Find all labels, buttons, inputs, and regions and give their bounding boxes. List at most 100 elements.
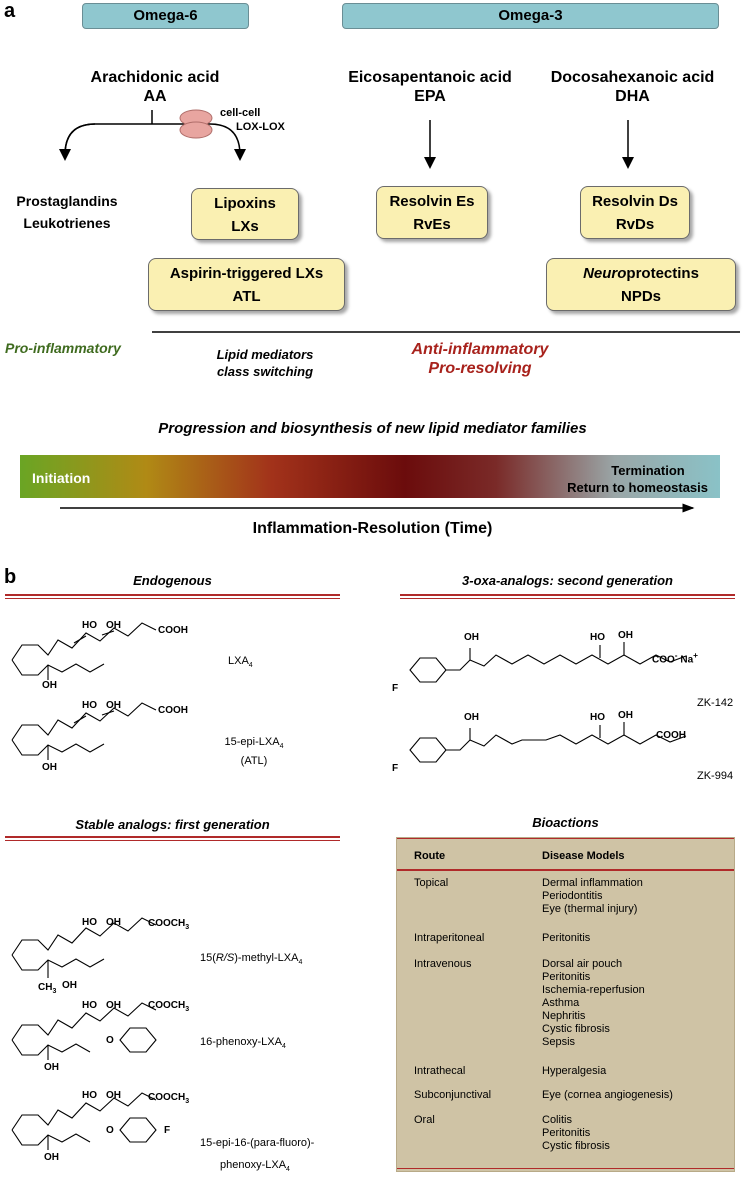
epi-lxa4-name: 15-epi-LXA4 (ATL) — [214, 735, 294, 769]
fluoro-oh-15: OH — [44, 1152, 59, 1163]
phenoxy-cooch-sub: 3 — [185, 1006, 190, 1013]
initiation-label: Initiation — [32, 470, 91, 486]
zk994-f: F — [392, 763, 399, 774]
lox-lox-label: LOX-LOX — [236, 121, 285, 133]
model-item: Periodontitis — [542, 890, 603, 902]
methyl-ho: HO — [82, 917, 97, 928]
methyl-ch-sub: 3 — [52, 988, 57, 995]
epi-oh: OH — [106, 700, 121, 711]
progression-title: Progression and biosynthesis of new lipi… — [158, 420, 587, 437]
epa-label: Eicosapentanoic acid EPA — [330, 68, 530, 106]
neuroprotectin-label: Neuroprotectins — [547, 262, 735, 285]
zk994-oh: OH — [464, 712, 479, 723]
zk142-na: Na — [680, 654, 694, 666]
methyl-oh-15: OH — [62, 980, 77, 991]
phenoxy-sub: 4 — [281, 1043, 286, 1051]
models-cell: Hyperalgesia — [542, 1065, 606, 1078]
neuro-rest: protectins — [626, 265, 699, 282]
oxa-rule — [400, 594, 735, 599]
phenoxy-lxa4-structure — [11, 1002, 157, 1060]
phenoxy-cooch-text: COOCH — [148, 1000, 186, 1011]
class-switch-line1: Lipid mediators — [216, 347, 314, 362]
fluoro-line1: 15-epi-16-(para-fluoro)- — [200, 1137, 315, 1149]
lxa4-name: LXA4 — [228, 655, 253, 669]
phenoxy-oh: OH — [106, 1000, 121, 1011]
omega3-tag: Omega-3 — [342, 3, 719, 29]
methyl-cooch-text: COOCH — [148, 918, 186, 929]
methyl-cooch-sub: 3 — [185, 924, 190, 931]
aa-name: Arachidonic acid — [90, 69, 220, 86]
aspirin-label: Aspirin-triggered LXs — [169, 265, 324, 282]
epa-abbr: EPA — [414, 88, 446, 105]
zk142-plus: + — [693, 650, 699, 660]
epi-lxa4-structure — [11, 702, 157, 760]
header-disease: Disease Models — [542, 850, 625, 862]
lxa4-sub: 4 — [248, 662, 253, 670]
methyl-post: )-methyl-LXA — [234, 952, 299, 964]
resolvin-e-label: Resolvin Es — [389, 193, 475, 210]
bioactions-heading: Bioactions — [532, 815, 599, 830]
inflammation-gradient-bar — [20, 455, 720, 498]
lxa4-structure — [11, 622, 157, 680]
methyl-ch-text: CH — [38, 982, 53, 993]
phenoxy-oh-15: OH — [44, 1062, 59, 1073]
dha-abbr: DHA — [615, 88, 650, 105]
epi-name-text: 15-epi-LXA — [224, 736, 280, 748]
model-item: Nephritis — [542, 1010, 586, 1022]
model-item: Cystic fibrosis — [542, 1023, 610, 1035]
endogenous-rule — [5, 594, 340, 599]
models-cell: Dorsal air pouch Peritonitis Ischemia-re… — [542, 958, 645, 1049]
models-cell: Colitis Peritonitis Cystic fibrosis — [542, 1114, 610, 1153]
omega6-tag: Omega-6 — [82, 3, 249, 29]
methyl-ch3: CH3 — [38, 982, 56, 995]
model-item: Colitis — [542, 1114, 572, 1126]
methyl-name: 15(R/S)-methyl-LXA4 — [200, 952, 302, 966]
neuroprotectin-box: Neuroprotectins NPDs — [546, 258, 736, 311]
zk142-structure — [409, 642, 687, 683]
fluoro-cooch-text: COOCH — [148, 1092, 186, 1103]
resolvin-e-box: Resolvin Es RvEs — [376, 186, 488, 239]
model-item: Dermal inflammation — [542, 877, 643, 889]
models-cell: Dermal inflammation Periodontitis Eye (t… — [542, 877, 643, 916]
anti-line1: Anti-inflammatory — [411, 341, 549, 358]
methyl-oh: OH — [106, 917, 121, 928]
zk142-oh2: OH — [618, 630, 633, 641]
dha-label: Docosahexanoic acid DHA — [530, 68, 735, 106]
epi-cooh: COOH — [158, 705, 188, 716]
fluoro-o: O — [106, 1125, 114, 1136]
fluoro-sub: 4 — [286, 1166, 290, 1174]
npd-label: NPDs — [620, 288, 661, 305]
fluoro-ho: HO — [82, 1090, 97, 1101]
termination-line2: Return to homeostasis — [567, 480, 708, 495]
model-item: Asthma — [542, 997, 580, 1009]
atl-label: ATL — [232, 288, 261, 305]
zk994-oh2: OH — [618, 710, 633, 721]
zk994-cooh: COOH — [656, 730, 686, 741]
fluoro-name: 15-epi-16-(para-fluoro)- phenoxy-LXA4 — [200, 1132, 314, 1179]
model-item: Peritonitis — [542, 1127, 591, 1139]
termination-line1: Termination — [611, 463, 685, 478]
lxa4-ho: HO — [82, 620, 97, 631]
phenoxy-cooch3: COOCH3 — [148, 1000, 189, 1013]
model-item: Eye (thermal injury) — [542, 903, 638, 915]
panel-a-arrows — [59, 109, 740, 513]
lxa4-oh-15: OH — [42, 680, 57, 691]
rvd-label: RvDs — [615, 216, 655, 233]
zk994-structure — [409, 722, 687, 763]
epi-oh-15: OH — [42, 762, 57, 773]
bioactions-table: Route Disease Models Topical Dermal infl… — [396, 837, 735, 1172]
zk142-coo: COO- Na+ — [652, 650, 698, 665]
fluoro-lxa4-structure — [11, 1092, 157, 1150]
model-item: Peritonitis — [542, 971, 591, 983]
fluoro-f: F — [164, 1125, 171, 1136]
fluoro-line2: phenoxy-LXA — [220, 1159, 287, 1171]
fluoro-cooch3: COOCH3 — [148, 1092, 189, 1105]
resolvin-d-box: Resolvin Ds RvDs — [580, 186, 690, 239]
models-cell: Peritonitis — [542, 932, 590, 945]
model-item: Peritonitis — [542, 932, 591, 944]
route-cell: Intraperitoneal — [414, 932, 485, 944]
model-item: Sepsis — [542, 1036, 576, 1048]
cell-cell-label: cell-cell — [220, 107, 261, 119]
model-item: Dorsal air pouch — [542, 958, 623, 970]
